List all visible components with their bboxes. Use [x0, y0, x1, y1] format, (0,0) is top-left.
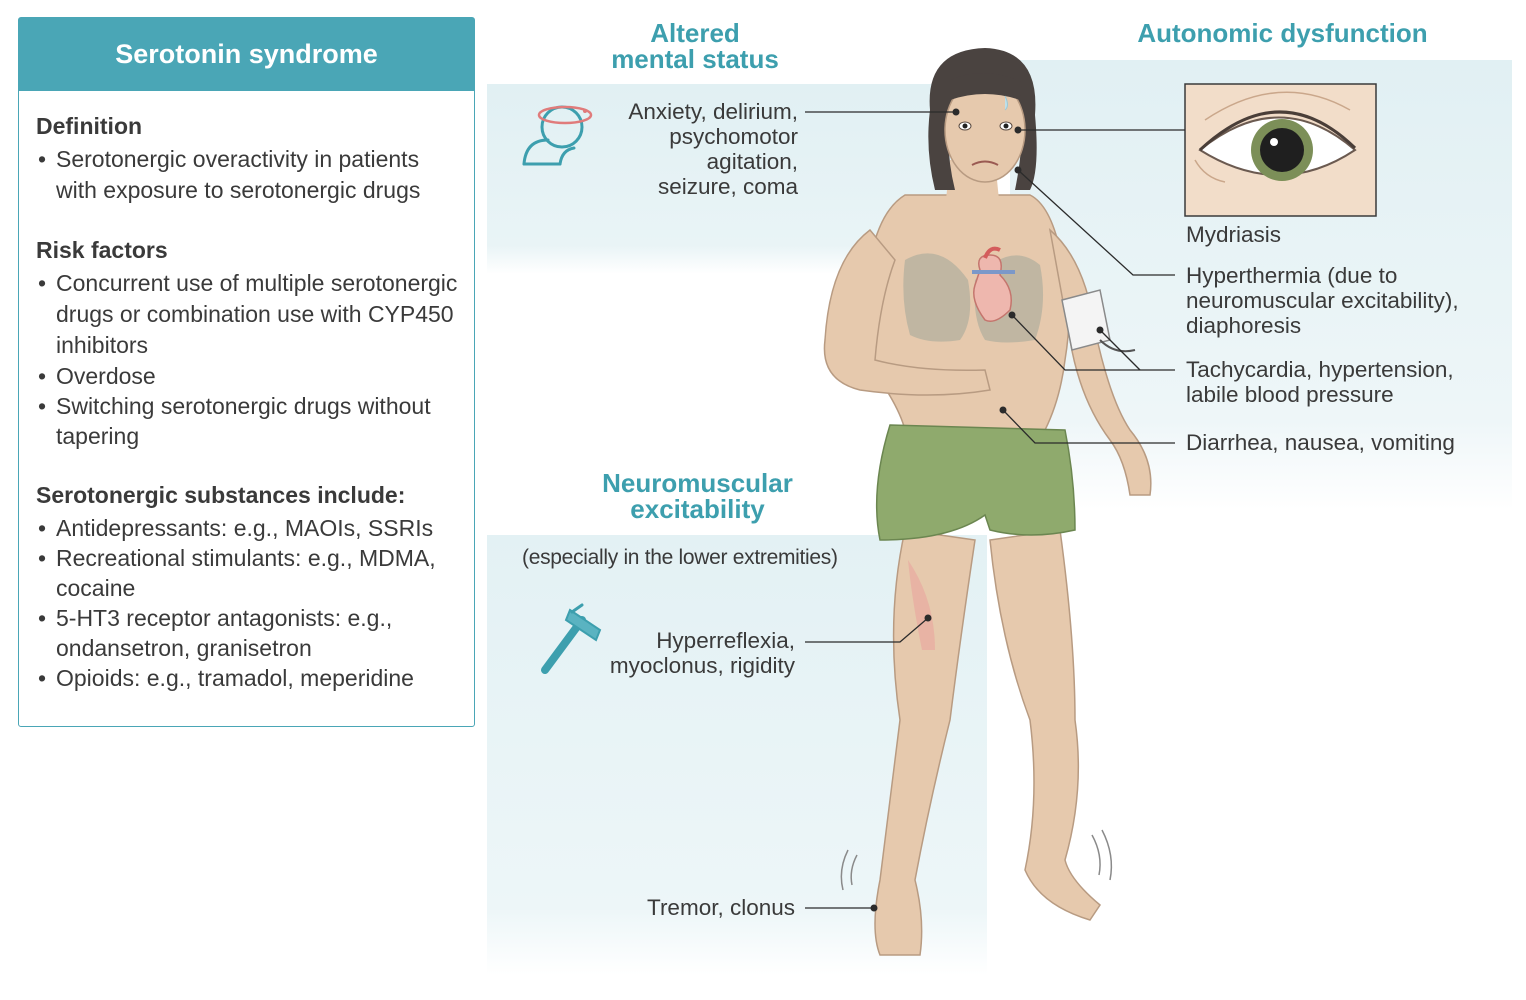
heart-icon — [972, 246, 1015, 322]
mental-status-title: Altered mental status — [595, 20, 795, 72]
hyperreflexia-line: Hyperreflexia, — [656, 628, 795, 653]
risk-factor-item: Concurrent use of multiple serotonergic … — [36, 268, 464, 361]
patient-figure — [823, 48, 1152, 956]
info-panel: Serotonin syndrome Definition Serotonerg… — [18, 17, 475, 727]
risk-factors-heading: Risk factors — [36, 237, 168, 263]
autonomic-title: Autonomic dysfunction — [1137, 18, 1428, 48]
neuromuscular-note: (especially in the lower extremities) — [522, 546, 838, 569]
neuromuscular-title: Neuromuscular excitability — [585, 470, 810, 522]
substance-item: Antidepressants: e.g., MAOIs, SSRIs — [36, 513, 464, 543]
reflex-hammer-icon — [541, 603, 602, 674]
mental-symptoms-line: Anxiety, delirium, — [628, 99, 798, 124]
substance-item: Recreational stimulants: e.g., MDMA, coc… — [36, 543, 464, 603]
mental-title-line1: Altered — [650, 18, 740, 48]
definition-item: Serotonergic overactivity in patients wi… — [36, 144, 464, 206]
hyperreflexia-label: Hyperreflexia, myoclonus, rigidity — [570, 628, 795, 678]
hyperthermia-line: neuromuscular excitability), — [1186, 288, 1459, 313]
panel-body: Definition Serotonergic overactivity in … — [19, 91, 474, 693]
mydriasis-label: Mydriasis — [1186, 222, 1282, 247]
panel-title: Serotonin syndrome — [115, 39, 378, 69]
panel-header: Serotonin syndrome — [19, 18, 474, 91]
eye-closeup-icon — [1184, 83, 1377, 217]
mental-symptoms-line: seizure, coma — [657, 174, 798, 199]
hyperthermia-line: Hyperthermia (due to — [1186, 263, 1398, 288]
risk-factor-item: Overdose — [36, 361, 464, 391]
tachycardia-line: labile blood pressure — [1186, 382, 1394, 407]
tachycardia-label: Tachycardia, hypertension, labile blood … — [1186, 357, 1454, 407]
dizzy-head-icon — [522, 105, 593, 166]
gi-symptoms-label: Diarrhea, nausea, vomiting — [1186, 430, 1455, 455]
tremor-label: Tremor, clonus — [647, 895, 795, 920]
substance-item: 5-HT3 receptor antagonists: e.g., ondans… — [36, 603, 464, 663]
substances-section: Serotonergic substances include: Antidep… — [36, 480, 464, 693]
hyperthermia-line: diaphoresis — [1186, 313, 1302, 338]
tachycardia-line: Tachycardia, hypertension, — [1186, 357, 1454, 382]
substance-item: Opioids: e.g., tramadol, meperidine — [36, 663, 464, 693]
risk-factors-section: Risk factors Concurrent use of multiple … — [36, 235, 464, 451]
mental-symptoms-line: psychomotor — [669, 124, 798, 149]
mental-title-line2: mental status — [611, 44, 779, 74]
mental-symptoms-line: agitation, — [706, 149, 798, 174]
definition-section: Definition Serotonergic overactivity in … — [36, 111, 464, 206]
definition-heading: Definition — [36, 113, 143, 139]
mental-symptoms-label: Anxiety, delirium, psychomotor agitation… — [600, 99, 798, 199]
substances-heading: Serotonergic substances include: — [36, 482, 406, 508]
hyperreflexia-line: myoclonus, rigidity — [609, 653, 795, 678]
risk-factor-item: Switching serotonergic drugs without tap… — [36, 391, 464, 451]
hyperthermia-label: Hyperthermia (due to neuromuscular excit… — [1186, 263, 1459, 338]
neuromuscular-title-line2: excitability — [630, 494, 765, 524]
neuromuscular-title-line1: Neuromuscular — [602, 468, 793, 498]
